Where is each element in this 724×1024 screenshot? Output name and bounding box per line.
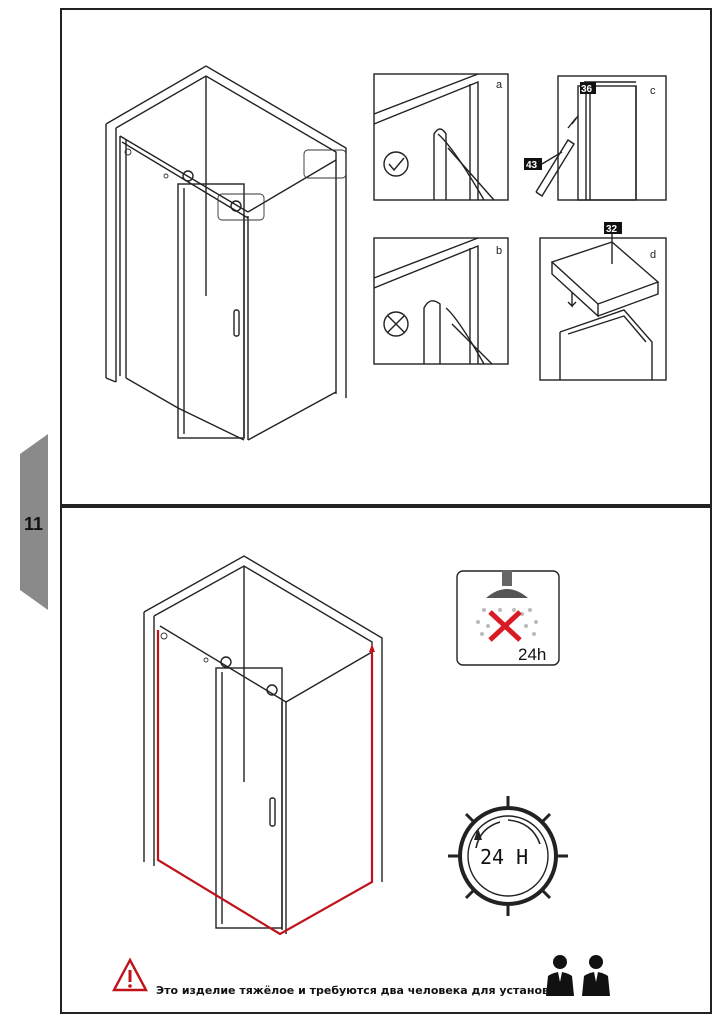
svg-text:43: 43 <box>526 160 538 171</box>
page-number-label: 11 <box>24 514 43 534</box>
svg-text:24 H: 24 H <box>480 845 528 869</box>
svg-text:b: b <box>496 245 502 257</box>
inset-d-top-cap: 32 d <box>539 222 667 381</box>
step-panel-top <box>60 8 712 506</box>
svg-text:24h: 24h <box>518 645 546 664</box>
page-number-tab <box>20 434 48 610</box>
no-shower-24h-badge: 24h <box>456 570 560 666</box>
svg-text:d: d <box>650 249 656 261</box>
svg-text:36: 36 <box>581 84 593 95</box>
svg-text:c: c <box>650 85 656 97</box>
shower-enclosure-diagram-bottom <box>143 555 383 936</box>
two-person-warning: Это изделие тяжёлое и требуются два чело… <box>112 957 632 998</box>
svg-text:32: 32 <box>606 224 618 235</box>
step-panel-bottom <box>60 506 712 1014</box>
inset-a-correct-seal: a <box>373 73 509 201</box>
inset-c-wall-profile: 36 43 c <box>524 75 667 201</box>
svg-text:a: a <box>496 79 503 91</box>
two-persons-icon <box>546 955 610 996</box>
warning-triangle-icon <box>112 957 148 992</box>
warning-text: Это изделие тяжёлое и требуются два чело… <box>156 984 569 997</box>
svg-text:11: 11 <box>24 514 43 534</box>
inset-b-incorrect-seal: b <box>373 237 509 365</box>
cure-time-clock-badge: 24 H <box>448 796 568 916</box>
shower-enclosure-diagram-top <box>105 65 347 441</box>
